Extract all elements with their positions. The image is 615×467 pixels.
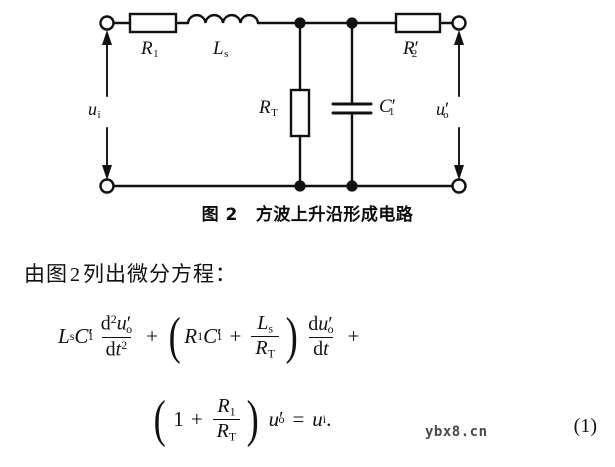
eq1-R1: R (184, 324, 198, 349)
eq1-frac3-denominator: dt (309, 336, 333, 360)
eq1-frac3-u-sub: o (327, 322, 334, 337)
eq1-C-sub: 1 (87, 329, 94, 344)
terminal-output-top (451, 15, 467, 31)
eq2-ui-sub: i (322, 412, 327, 427)
eq1-frac-d2uo-dt2: d2u′o dt2 (97, 313, 136, 360)
eq1-C1b: C (203, 324, 218, 349)
body-text-before: 由图 (24, 262, 68, 286)
eq2-plus: + (190, 407, 203, 432)
resistor-rt-body (289, 88, 311, 138)
eq2-uo: u (268, 407, 280, 432)
eq1-plus-3: + (347, 324, 360, 349)
label-ls: Ls (213, 38, 229, 61)
eq1-frac2-numerator: Ls (253, 313, 277, 336)
eq2-paren-close: ) (246, 390, 259, 448)
label-r1: R1 (141, 38, 159, 61)
inductor-ls-coil (186, 14, 260, 25)
eq2-one: 1 (173, 407, 184, 432)
arrowhead-ui-up (102, 30, 112, 45)
eq1-frac3-u: u (318, 312, 329, 335)
eq2-equals: = (292, 407, 305, 432)
eq1-frac2-R-sub: T (267, 346, 275, 361)
eq1-dt-sup: 2 (121, 337, 128, 352)
eq1-frac3-d: d (308, 312, 319, 335)
eq1-frac-ls-rt: Ls RT (251, 313, 279, 360)
terminal-output-bottom (451, 178, 467, 194)
eq1-C1b-prime: ′ (217, 325, 222, 348)
body-text-after: 列出微分方程： (83, 262, 237, 286)
eq2-paren-open: ( (153, 390, 166, 448)
eq1-d-sup: 2 (110, 312, 117, 326)
label-c1: C′1 (379, 96, 396, 119)
eq1-frac2-R: R (255, 337, 268, 360)
junction-dot-bottom-left (294, 180, 306, 192)
eq1-dt-d: d (105, 338, 116, 361)
eq1-frac2-L: L (257, 312, 269, 334)
eq1-frac3-u-prime: ′ (328, 312, 333, 335)
equation-number: (1) (573, 415, 597, 437)
figure-caption-label: 图 2 (201, 205, 238, 225)
eq1-u-sub: o (126, 322, 133, 337)
eq1-frac3-dt-t: t (323, 337, 329, 360)
body-figure-number: 2 (70, 264, 81, 286)
eq2-frac-numerator: R1 (213, 396, 239, 419)
resistor-r2-body (394, 12, 442, 34)
junction-dot-bottom-right (346, 180, 358, 192)
eq1-L-sub: s (69, 329, 75, 344)
eq1-L: L (58, 324, 70, 349)
terminal-input-top (99, 15, 115, 31)
label-ui: ui (88, 99, 101, 122)
eq1-frac1-denominator: dt2 (101, 336, 132, 361)
eq2-frac-r1-rt: R1 RT (212, 396, 241, 444)
eq1-dt-t: t (115, 338, 122, 361)
eq1-d: d (100, 312, 111, 335)
eq1-frac2-L-sub: s (268, 321, 274, 336)
eq1-C-prime: ′ (88, 325, 93, 348)
circuit-figure: R1 Ls RT C′1 R′2 ui u′o (0, 0, 615, 200)
eq1-frac1-numerator: d2u′o (97, 313, 136, 337)
eq1-paren-close: ) (285, 307, 298, 365)
eq1-plus-2: + (229, 324, 242, 349)
eq2-period: . (326, 407, 332, 432)
eq1-frac3-dt-d: d (313, 337, 324, 360)
label-r2: R′2 (403, 38, 419, 61)
eq2-uo-sub: o (278, 412, 285, 427)
eq2-frac-denominator: RT (212, 419, 241, 444)
junction-dot-top-right (346, 17, 358, 29)
eq1-frac-duo-dt: du′o dt (304, 312, 337, 360)
eq2-ui: u (312, 407, 323, 432)
eq1-frac3-numerator: du′o (304, 312, 337, 337)
circuit-diagram-svg (99, 12, 467, 194)
eq1-C: C (74, 324, 89, 349)
arrowhead-uo-up (454, 30, 464, 45)
figure-caption-title: 方波上升沿形成电路 (255, 205, 414, 225)
eq2-frac-RT: R (216, 420, 229, 443)
resistor-r1-body (128, 12, 178, 34)
watermark: ybx8.cn (425, 424, 488, 440)
junction-dot-top-left (294, 17, 306, 29)
eq1-u: u (116, 312, 127, 335)
terminal-input-bottom (99, 178, 115, 194)
eq2-frac-RT-sub: T (228, 429, 237, 444)
eq1-paren-open: ( (168, 307, 181, 365)
arrowhead-uo-down (454, 165, 464, 180)
figure-caption: 图 2 方波上升沿形成电路 (0, 200, 615, 225)
eq1-plus-1: + (146, 324, 158, 349)
label-uo: u′o (436, 99, 450, 122)
eq2-uo-prime: ′ (279, 408, 284, 431)
eq1-C1b-sub: 1 (216, 329, 223, 344)
arrowhead-ui-down (102, 165, 112, 180)
label-rt: RT (259, 97, 278, 120)
eq1-frac2-denominator: RT (251, 336, 279, 360)
eq2-frac-R1-sub: 1 (229, 404, 236, 419)
eq1-u-prime: ′ (126, 312, 132, 335)
eq2-frac-R1: R (217, 395, 230, 417)
eq1-R1-sub: 1 (197, 329, 204, 344)
